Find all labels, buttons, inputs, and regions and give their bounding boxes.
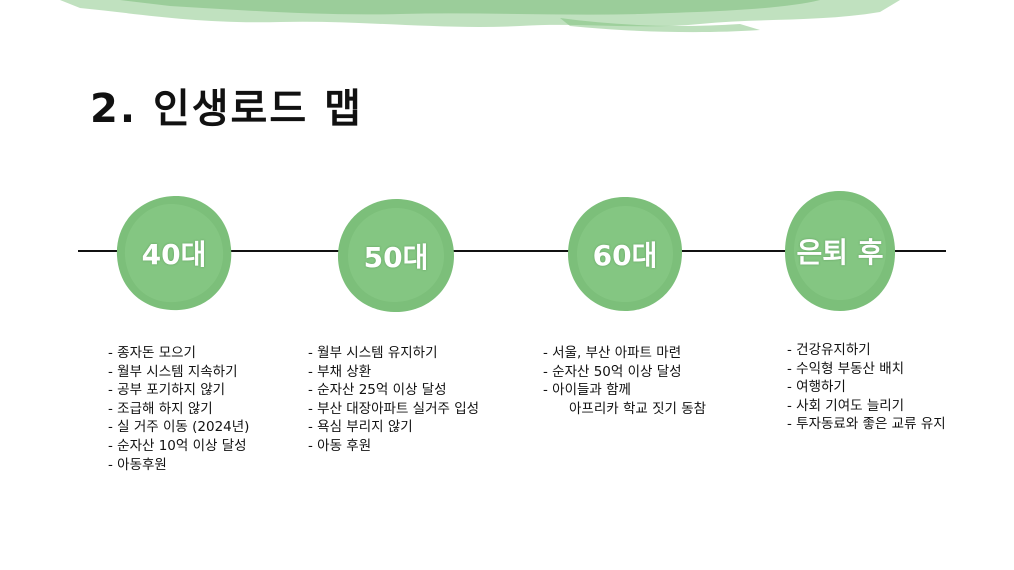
list-item: - 순자산 10억 이상 달성 <box>108 437 247 454</box>
list-item: - 건강유지하기 <box>787 342 871 358</box>
stage-circle-60s: 60대 <box>565 194 685 314</box>
list-item: 아프리카 학교 짓기 동참 <box>569 400 707 417</box>
list-item: - 순자산 25억 이상 달성 <box>308 382 447 399</box>
page-title: 2. 인생로드 맵 <box>90 86 363 132</box>
stage-list-40s: - 종자돈 모으기 - 월부 시스템 지속하기 - 공부 포기하지 않기 - 조… <box>108 344 249 474</box>
stage-circle-40s: 40대 <box>113 192 235 314</box>
stage-circle-50s: 50대 <box>334 196 458 316</box>
list-item: - 조급해 하지 않기 <box>108 400 213 417</box>
list-item: - 순자산 50억 이상 달성 <box>543 363 682 380</box>
stage-circle-retirement: 은퇴 후 <box>782 188 898 314</box>
list-item: - 사회 기여도 늘리기 <box>787 397 905 414</box>
list-item: - 아동 후원 <box>308 437 372 454</box>
stage-list-50s: - 월부 시스템 유지하기 - 부채 상환 - 순자산 25억 이상 달성 - … <box>308 344 479 456</box>
list-item: - 실 거주 이동 (2024년) <box>108 419 250 436</box>
list-item: - 서울, 부산 아파트 마련 <box>543 345 682 361</box>
watercolor-circle-icon <box>337 198 454 313</box>
list-item: - 욕심 부리지 않기 <box>308 419 413 436</box>
list-item: - 공부 포기하지 않기 <box>108 382 226 399</box>
list-item: - 월부 시스템 지속하기 <box>108 363 238 380</box>
list-item: - 종자돈 모으기 <box>108 345 196 361</box>
stage-label: 은퇴 후 <box>796 236 884 269</box>
list-item: - 월부 시스템 유지하기 <box>308 345 438 361</box>
list-item: - 부채 상환 <box>308 363 372 380</box>
list-item: - 아동후원 <box>108 456 167 473</box>
list-item: - 아이들과 함께 <box>543 382 631 399</box>
stage-label: 50대 <box>363 241 429 274</box>
list-item: - 수익형 부동산 배치 <box>787 360 905 377</box>
watercolor-circle-icon <box>116 195 232 311</box>
stage-list-retirement: - 건강유지하기 - 수익형 부동산 배치 - 여행하기 - 사회 기여도 늘리… <box>787 341 946 434</box>
watercolor-circle-icon <box>568 196 682 311</box>
brush-stroke-decoration <box>60 0 900 33</box>
watercolor-circle-icon <box>785 190 896 311</box>
list-item: - 부산 대장아파트 실거주 입성 <box>308 400 480 417</box>
stage-label: 60대 <box>592 239 658 272</box>
stage-list-60s: - 서울, 부산 아파트 마련 - 순자산 50억 이상 달성 - 아이들과 함… <box>543 344 706 418</box>
list-item: - 여행하기 <box>787 379 846 396</box>
stage-label: 40대 <box>141 238 207 271</box>
list-item: - 투자동료와 좋은 교류 유지 <box>787 416 946 433</box>
timeline-line <box>78 250 946 252</box>
